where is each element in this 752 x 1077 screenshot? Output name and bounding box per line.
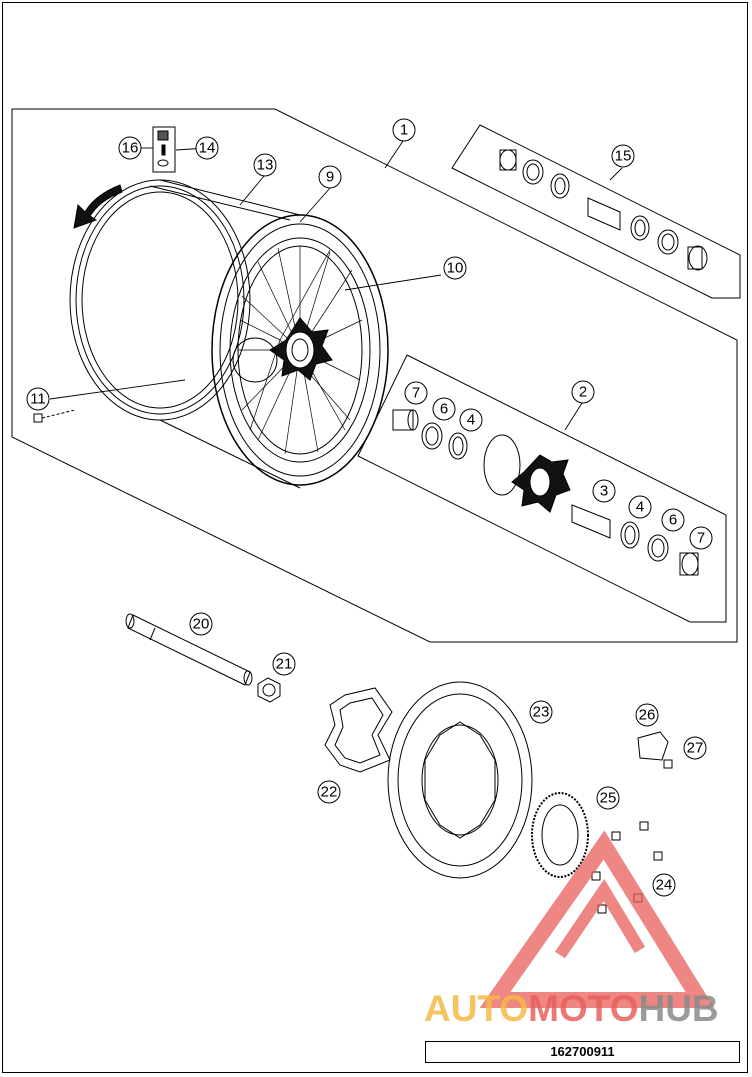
leader-lines: [49, 140, 623, 431]
watermark-hub: HUB: [638, 988, 719, 1029]
callout-9: 9: [326, 169, 334, 186]
watermark-text: AUTOMOTOHUB: [424, 988, 719, 1030]
callout-25: 25: [600, 790, 617, 807]
callout-circles: [26, 118, 713, 897]
document-number: 162700911: [425, 1041, 740, 1063]
callout-22: 22: [321, 784, 338, 801]
rim-drawing: [69, 179, 389, 489]
watermark-auto: AUTO: [424, 988, 529, 1029]
axle-part-20: [125, 613, 253, 686]
callout-24: 24: [656, 877, 673, 894]
rotation-arrow-icon: [73, 184, 123, 229]
callout-15: 15: [615, 148, 632, 165]
callout-7-left: 7: [412, 385, 420, 402]
callout-16: 16: [122, 140, 139, 157]
callout-4-left: 4: [467, 412, 475, 429]
callout-21: 21: [276, 656, 293, 673]
callout-4-right: 4: [636, 499, 644, 516]
callout-23: 23: [533, 704, 550, 721]
callout-20: 20: [193, 616, 210, 633]
abs-ring-part-25: [531, 792, 589, 878]
callout-6-left: 6: [440, 401, 448, 418]
bearing-kit-box: [451, 124, 741, 299]
watermark-logo: [479, 830, 715, 1008]
callout-10: 10: [447, 260, 464, 277]
valve-part-11: [33, 409, 76, 423]
callout-13: 13: [257, 157, 274, 174]
bearing-kit-15-parts: [499, 149, 708, 271]
sensor-part-26: [637, 731, 673, 769]
disc-spacer-part-22: [324, 687, 393, 773]
callout-1: 1: [400, 122, 408, 139]
callout-2: 2: [579, 384, 587, 401]
hub-assembly-parts: [392, 409, 699, 576]
callout-6-right: 6: [669, 512, 677, 529]
callout-3: 3: [600, 483, 608, 500]
watermark-moto: MOTO: [528, 988, 639, 1029]
axle-nut-part-21: [257, 677, 281, 703]
callout-26: 26: [639, 707, 656, 724]
callout-14: 14: [199, 140, 216, 157]
callout-11: 11: [30, 391, 46, 408]
callout-27: 27: [687, 740, 704, 757]
wheel-assembly-box: [11, 108, 738, 643]
callout-7-right: 7: [697, 530, 705, 547]
brake-disc-part-23: [387, 681, 533, 879]
valve-kit-parts: [152, 126, 176, 173]
wheel-hub: [232, 317, 333, 383]
